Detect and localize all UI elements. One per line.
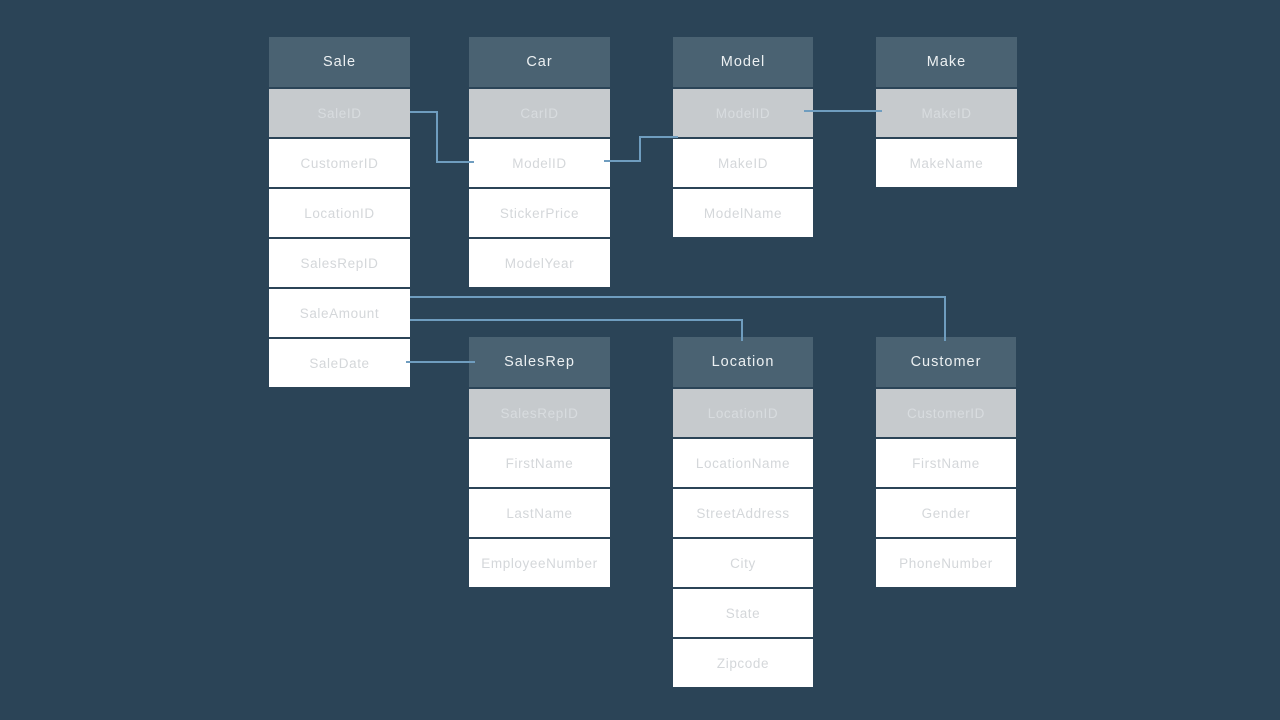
table-header-make: Make — [876, 37, 1017, 87]
primary-key-row-makeid: MakeID — [876, 89, 1017, 137]
table-header-customer: Customer — [876, 337, 1016, 387]
field-row-sale-saledate: SaleDate — [269, 339, 410, 387]
field-row-location-city: City — [673, 539, 813, 587]
field-row-model-makeid: MakeID — [673, 139, 813, 187]
field-row-sale-locationid: LocationID — [269, 189, 410, 237]
field-row-salesrep-firstname: FirstName — [469, 439, 610, 487]
field-row-make-makename: MakeName — [876, 139, 1017, 187]
connection-line-1 — [604, 136, 678, 162]
table-header-sale: Sale — [269, 37, 410, 87]
field-row-location-locationname: LocationName — [673, 439, 813, 487]
table-header-salesrep: SalesRep — [469, 337, 610, 387]
field-row-salesrep-employeenumber: EmployeeNumber — [469, 539, 610, 587]
field-row-location-zipcode: Zipcode — [673, 639, 813, 687]
field-row-customer-phonenumber: PhoneNumber — [876, 539, 1016, 587]
field-row-sale-saleamount: SaleAmount — [269, 289, 410, 337]
field-row-car-modelid: ModelID — [469, 139, 610, 187]
field-row-car-stickerprice: StickerPrice — [469, 189, 610, 237]
field-row-sale-customerid: CustomerID — [269, 139, 410, 187]
table-header-model: Model — [673, 37, 813, 87]
primary-key-row-locationid: LocationID — [673, 389, 813, 437]
field-row-location-streetaddress: StreetAddress — [673, 489, 813, 537]
field-row-customer-firstname: FirstName — [876, 439, 1016, 487]
primary-key-row-customerid: CustomerID — [876, 389, 1016, 437]
field-row-model-modelname: ModelName — [673, 189, 813, 237]
primary-key-row-carid: CarID — [469, 89, 610, 137]
connection-line-3 — [410, 296, 946, 341]
connection-line-0 — [410, 111, 474, 163]
table-header-car: Car — [469, 37, 610, 87]
primary-key-row-saleid: SaleID — [269, 89, 410, 137]
field-row-customer-gender: Gender — [876, 489, 1016, 537]
primary-key-row-modelid: ModelID — [673, 89, 813, 137]
primary-key-row-salesrepid: SalesRepID — [469, 389, 610, 437]
field-row-sale-salesrepid: SalesRepID — [269, 239, 410, 287]
field-row-car-modelyear: ModelYear — [469, 239, 610, 287]
table-header-location: Location — [673, 337, 813, 387]
field-row-salesrep-lastname: LastName — [469, 489, 610, 537]
field-row-location-state: State — [673, 589, 813, 637]
